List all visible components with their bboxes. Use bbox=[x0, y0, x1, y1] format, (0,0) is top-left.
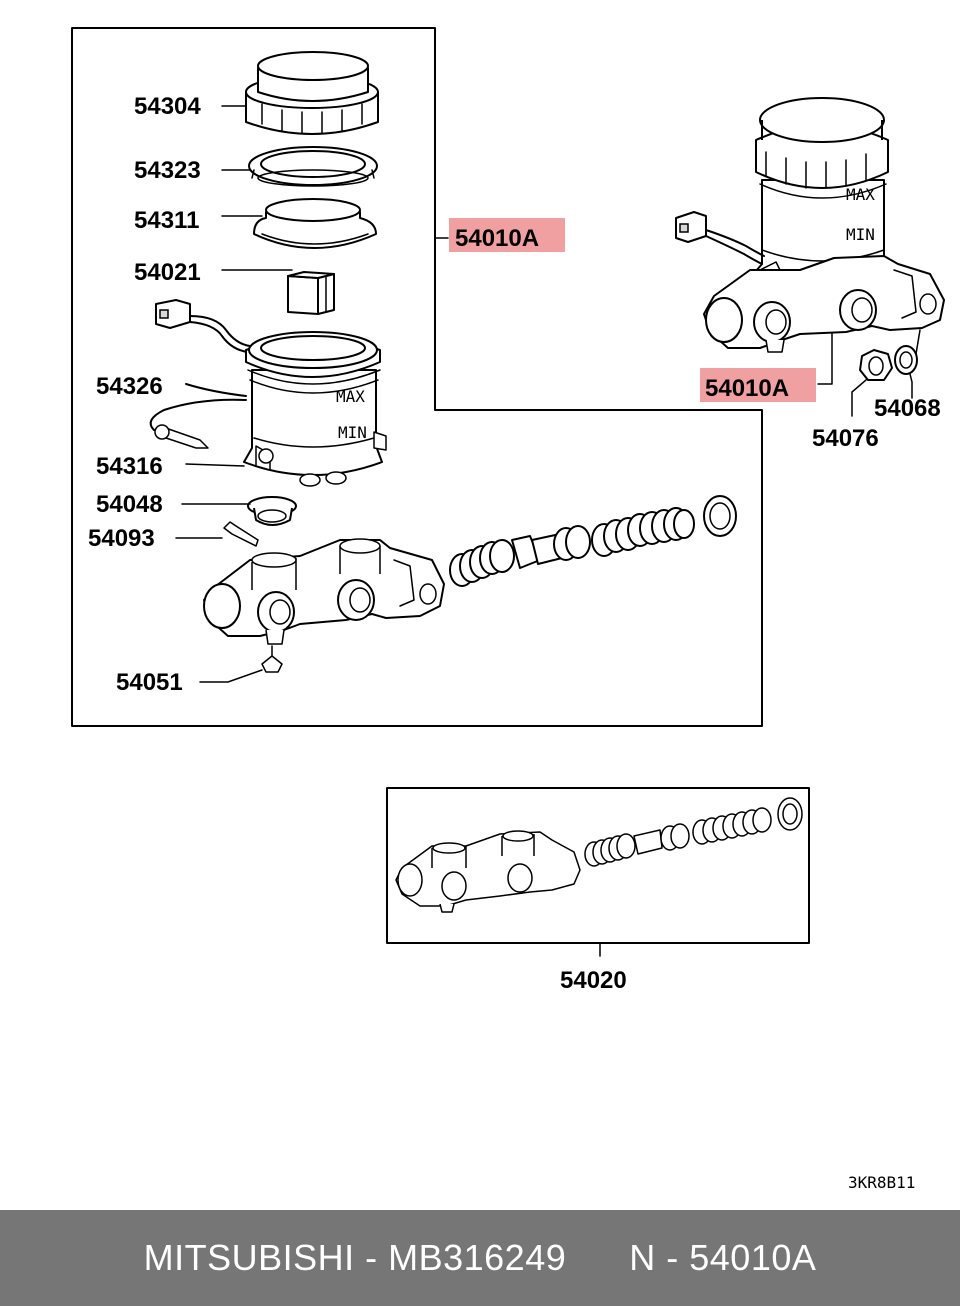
figure-code: 3KR8B11 bbox=[848, 1173, 915, 1192]
footer-text: MITSUBISHI - MB316249 N - 54010A bbox=[143, 1237, 817, 1278]
label-54021: 54021 bbox=[134, 259, 201, 286]
leader-54051 bbox=[199, 669, 263, 683]
leader-54316 bbox=[185, 463, 245, 467]
grommet-drawing bbox=[247, 496, 297, 526]
label-54311: 54311 bbox=[134, 207, 199, 234]
label-54326: 54326 bbox=[96, 373, 163, 400]
label-54068: 54068 bbox=[874, 395, 941, 422]
kit-piston-spring-drawing bbox=[584, 807, 772, 867]
kit-group-frame bbox=[386, 787, 810, 944]
retainer-ring-main bbox=[703, 495, 737, 537]
float-drawing bbox=[287, 271, 335, 315]
assembly-label-highlight-right bbox=[700, 368, 816, 402]
leader-54010a-right bbox=[817, 333, 833, 385]
svg-text:MIN: MIN bbox=[846, 225, 875, 244]
master-cylinder-body-drawing bbox=[203, 538, 445, 645]
exploded-parts-diagram: 54304 54323 54311 54021 bbox=[71, 27, 945, 1192]
kit-master-cylinder-drawing bbox=[395, 830, 581, 913]
label-54076: 54076 bbox=[812, 425, 879, 452]
reservoir-drawing: MAX MIN bbox=[243, 331, 387, 487]
svg-text:MIN: MIN bbox=[338, 423, 367, 442]
label-54048: 54048 bbox=[96, 491, 163, 518]
piston-spring-assembly-main bbox=[449, 507, 695, 587]
part-number-footer: MITSUBISHI - MB316249 N - 54010A bbox=[0, 1210, 960, 1306]
assembly-label-main: 54010A bbox=[455, 225, 539, 252]
main-group-frame bbox=[71, 27, 763, 727]
reservoir-cap-drawing bbox=[245, 51, 379, 135]
leader-54076 bbox=[851, 379, 867, 417]
level-switch-drawing bbox=[149, 383, 247, 449]
label-54051: 54051 bbox=[116, 669, 183, 696]
cap-seal-drawing bbox=[248, 146, 378, 187]
label-54323: 54323 bbox=[134, 157, 201, 184]
level-switch-connector-drawing bbox=[155, 299, 251, 353]
assembly-label-highlight-main bbox=[449, 218, 565, 252]
label-54316: 54316 bbox=[96, 453, 163, 480]
strainer-drawing bbox=[253, 198, 377, 249]
label-54093: 54093 bbox=[88, 525, 155, 552]
svg-text:MAX: MAX bbox=[336, 387, 365, 406]
label-54020: 54020 bbox=[560, 967, 627, 994]
leader-washer-body bbox=[915, 329, 921, 355]
leader-54068 bbox=[909, 373, 913, 399]
washer-drawing bbox=[894, 345, 918, 375]
assembly-label-right: 54010A bbox=[705, 375, 789, 402]
svg-text:MAX: MAX bbox=[846, 185, 875, 204]
label-54304: 54304 bbox=[134, 93, 201, 120]
nut-drawing bbox=[859, 349, 893, 381]
plug-drawing bbox=[261, 645, 283, 673]
kit-retainer-ring-drawing bbox=[777, 797, 803, 831]
pin-drawing bbox=[223, 521, 259, 547]
assembled-master-cylinder-drawing: MAX MIN bbox=[675, 97, 945, 353]
